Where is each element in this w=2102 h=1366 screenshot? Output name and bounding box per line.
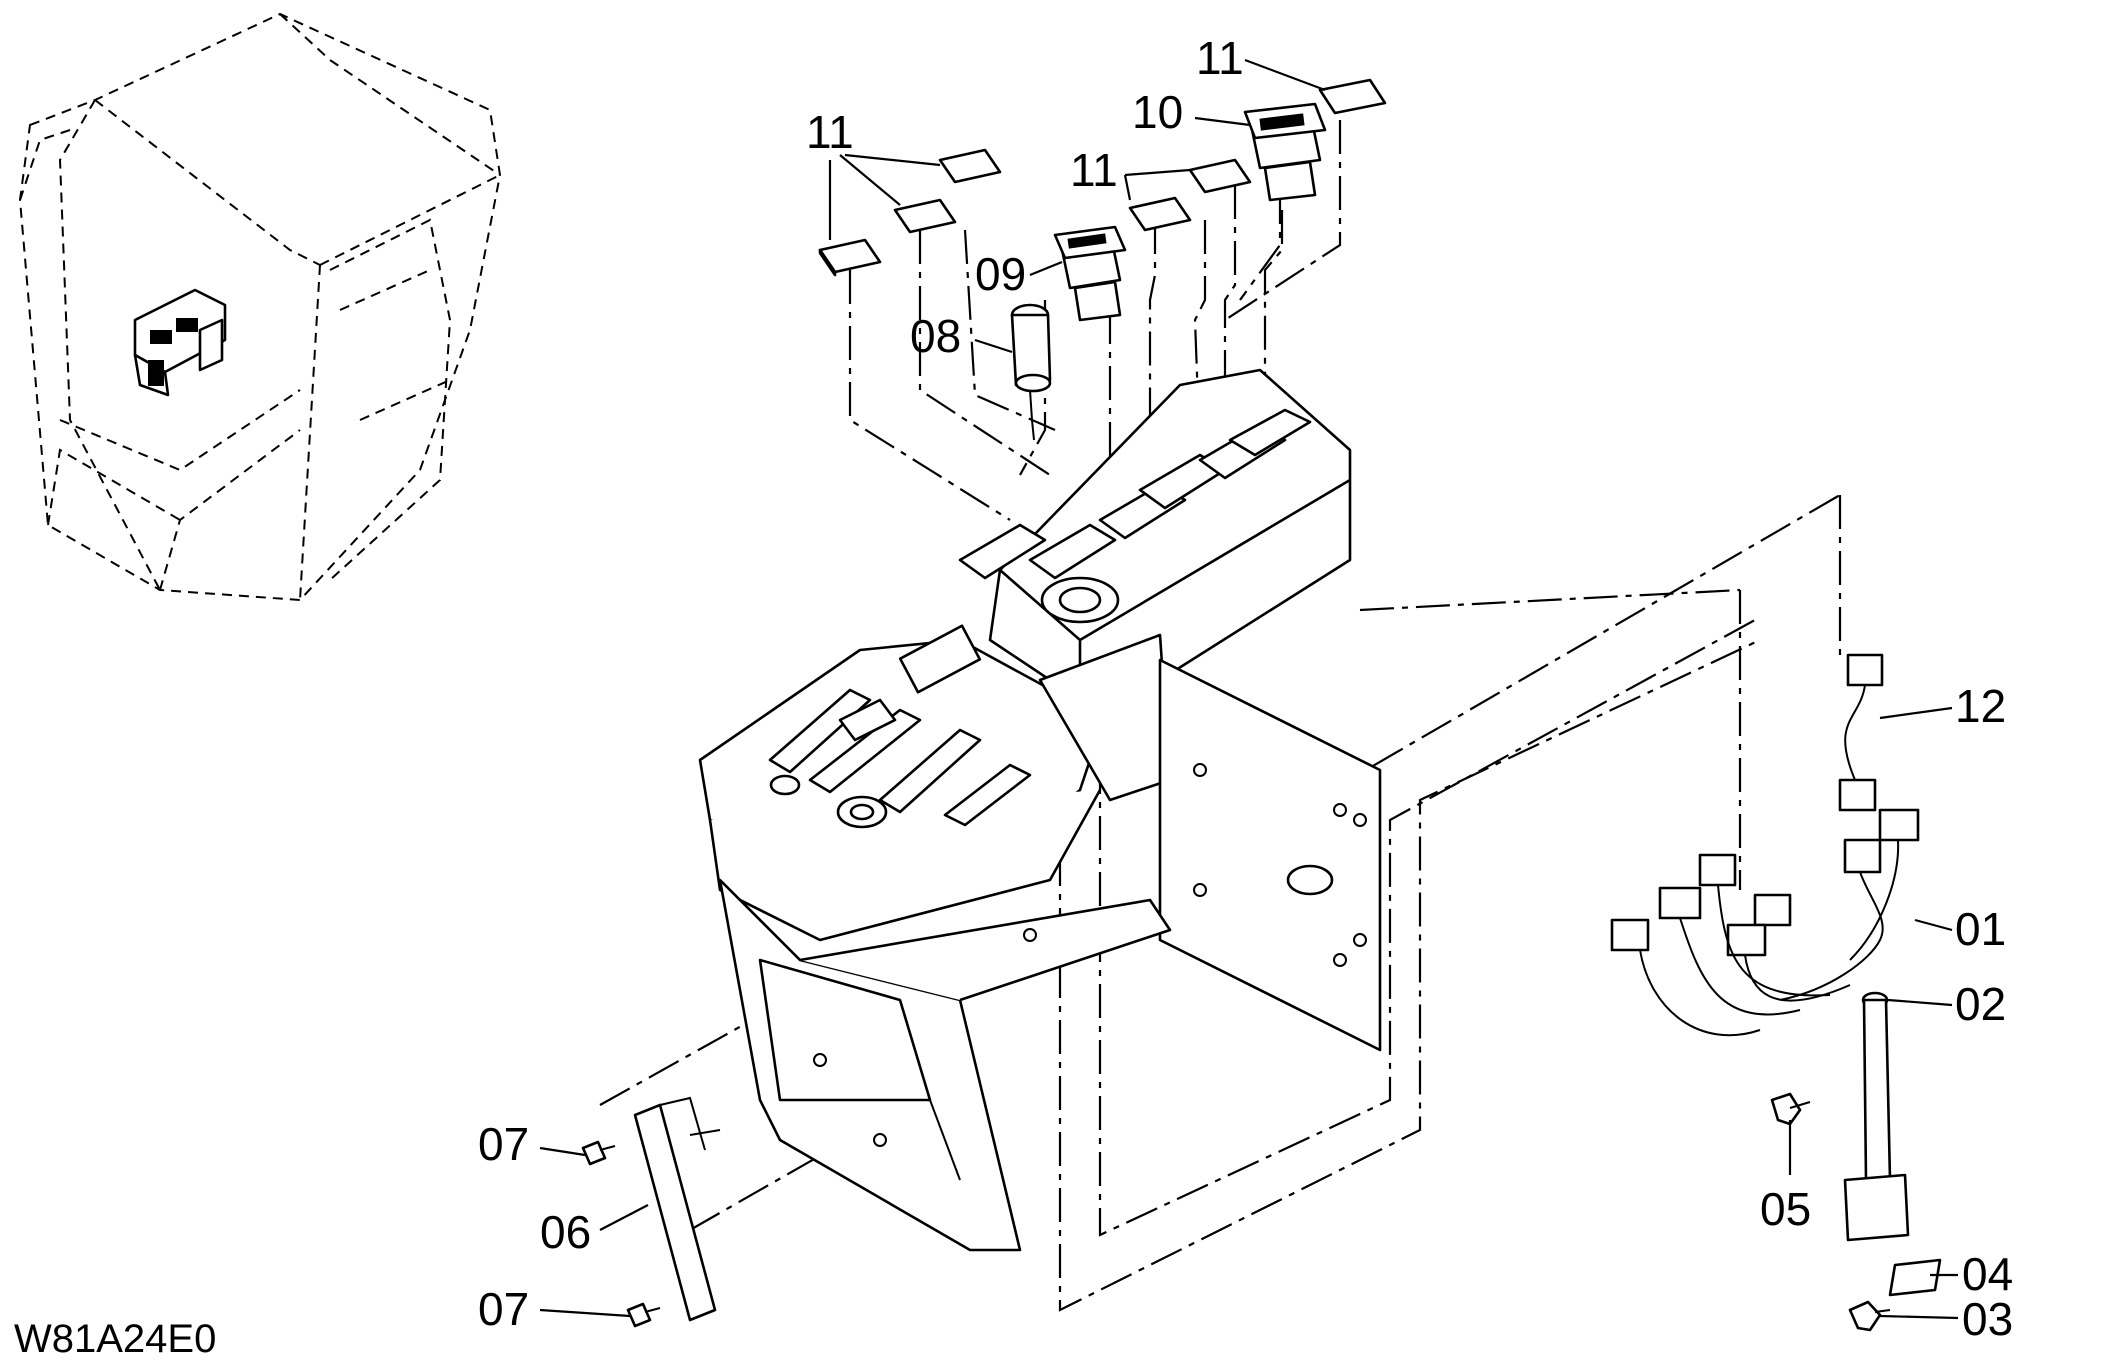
switch-cap-part-11 <box>1318 78 1387 115</box>
leader-lines <box>539 58 1959 1320</box>
switch-cap-part-11 <box>1188 158 1252 194</box>
callout-06: 06 <box>540 1206 591 1258</box>
rocker-switch-09 <box>1053 225 1127 322</box>
screw-07-lower <box>626 1302 661 1328</box>
switch-caps <box>818 78 1387 277</box>
switch-cap-part-11 <box>938 148 1002 184</box>
callout-03: 03 <box>1962 1293 2013 1345</box>
callout-11: 11 <box>1196 32 1244 84</box>
drawing-code: W81A24E0 <box>14 1317 216 1361</box>
bracket-plate-06 <box>633 1096 721 1322</box>
callout-02: 02 <box>1955 978 2006 1030</box>
wire-harness <box>1610 653 1920 1242</box>
callout-01: 01 <box>1955 903 2006 955</box>
switch-cap-part-11 <box>1128 196 1192 232</box>
cab-overview <box>18 12 502 602</box>
callout-12: 12 <box>1955 680 2006 732</box>
clip-04 <box>1888 1258 1942 1297</box>
callout-05: 05 <box>1760 1183 1811 1235</box>
callout-10: 10 <box>1132 86 1183 138</box>
callout-07: 07 <box>478 1283 529 1335</box>
callout-08: 08 <box>910 310 961 362</box>
console-body <box>698 368 1382 1252</box>
bolt-05 <box>1770 1092 1811 1126</box>
callout-04: 04 <box>1962 1248 2013 1300</box>
callout-07: 07 <box>478 1118 529 1170</box>
rocker-switch-10 <box>1243 102 1327 202</box>
callout-11: 11 <box>806 106 854 158</box>
screw-07-upper <box>581 1140 616 1166</box>
bolt-03 <box>1848 1300 1891 1332</box>
callout-labels: 11 10 11 11 09 08 12 01 02 05 04 03 07 0… <box>14 32 2013 1361</box>
switch-cap-part-11 <box>893 198 957 234</box>
callout-09: 09 <box>975 248 1026 300</box>
key-switch-08 <box>1010 303 1052 441</box>
callout-11: 11 <box>1070 144 1118 196</box>
